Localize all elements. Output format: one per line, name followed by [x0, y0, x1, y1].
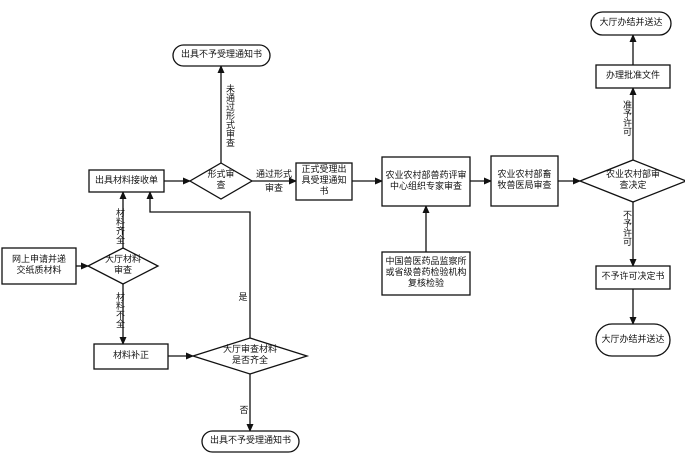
terminal-not-accept-top	[172, 44, 271, 67]
box-receipt	[88, 169, 165, 193]
edge-completeness-yes-to-receipt	[146, 191, 251, 338]
diamond-formal-review	[188, 162, 254, 200]
diamond-decision	[578, 159, 685, 203]
box-vet-center	[381, 156, 471, 207]
box-bureau-review	[490, 155, 559, 207]
box-online-apply	[1, 247, 77, 285]
terminal-not-accept-bottom	[201, 430, 300, 453]
diamond-completeness	[190, 337, 310, 375]
diamond-hall-review	[86, 247, 160, 285]
terminal-deliver-top	[590, 11, 672, 36]
box-supplement	[93, 343, 169, 370]
box-no-permit	[595, 265, 671, 290]
box-official-accept	[295, 162, 353, 201]
terminal-deliver-bottom	[595, 323, 671, 357]
box-approval-doc	[595, 64, 671, 89]
box-inspection	[381, 251, 471, 296]
